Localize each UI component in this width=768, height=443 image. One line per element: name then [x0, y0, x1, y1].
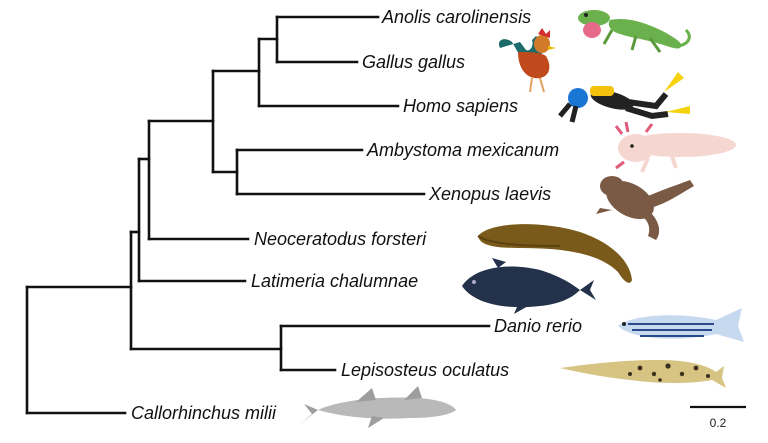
lungfish-icon: [477, 224, 632, 283]
taxon-label-lepisosteus: Lepisosteus oculatus: [341, 360, 509, 380]
axolotl-icon: [614, 121, 736, 173]
scale-bar: 0.2: [690, 405, 746, 430]
tree-branches: [25, 15, 491, 415]
taxon-label-anolis: Anolis carolinensis: [381, 7, 531, 27]
zebrafish-icon: [618, 308, 744, 342]
taxon-label-neoceratodus: Neoceratodus forsteri: [254, 229, 427, 249]
frog-icon: [596, 176, 694, 240]
taxon-label-xenopus: Xenopus laevis: [428, 184, 551, 204]
elephant-shark-icon: [300, 386, 456, 428]
taxon-label-gallus: Gallus gallus: [362, 52, 465, 72]
rooster-icon: [498, 28, 556, 93]
taxon-label-callorhinchus: Callorhinchus milii: [131, 403, 277, 423]
taxon-label-danio: Danio rerio: [494, 316, 582, 336]
lizard-icon: [578, 10, 691, 53]
taxon-label-ambystoma: Ambystoma mexicanum: [366, 140, 559, 160]
taxon-labels: Anolis carolinensis Gallus gallus Homo s…: [131, 7, 582, 423]
gar-icon: [560, 360, 726, 388]
scale-bar-label: 0.2: [710, 416, 727, 430]
coelacanth-icon: [462, 258, 596, 314]
scuba-diver-icon: [558, 72, 690, 123]
taxon-label-homo: Homo sapiens: [403, 96, 518, 116]
taxon-label-latimeria: Latimeria chalumnae: [251, 271, 418, 291]
